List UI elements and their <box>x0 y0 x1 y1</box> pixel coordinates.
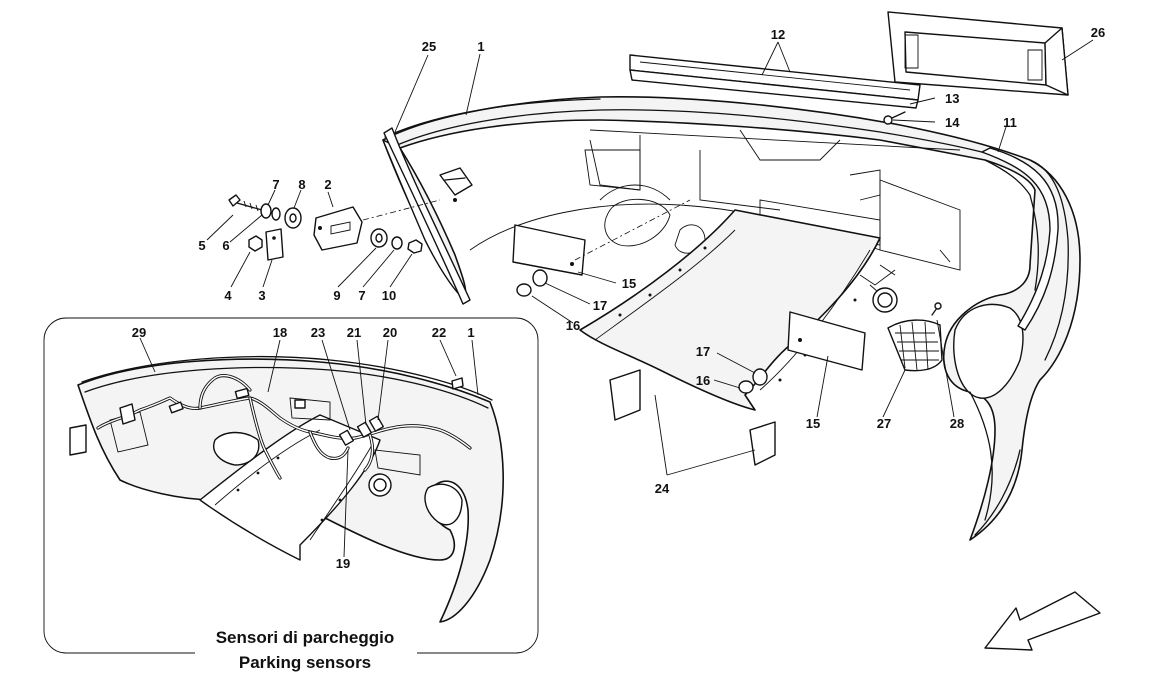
direction-arrow-icon <box>984 591 1101 651</box>
nut-washer-left <box>516 269 548 297</box>
callout-25: 25 <box>422 39 436 54</box>
callout-14: 14 <box>945 115 960 130</box>
nut-10 <box>407 239 423 254</box>
trim-strip-left <box>383 127 471 305</box>
callout-3: 3 <box>258 288 265 303</box>
callout-16b: 16 <box>696 373 710 388</box>
washer-6 <box>260 203 272 219</box>
assembly-axis-small-parts <box>362 199 441 221</box>
nut-washer-right <box>738 368 768 394</box>
fastener-screw-14 <box>883 111 906 125</box>
callout-12: 12 <box>771 27 785 42</box>
rear-reinforcement-bar <box>629 54 921 109</box>
callout-13: 13 <box>945 91 959 106</box>
callout-27: 27 <box>877 416 891 431</box>
trim-strip-right <box>981 147 1059 331</box>
callout-29: 29 <box>132 325 146 340</box>
callout-16a: 16 <box>566 318 580 333</box>
callout-17a: 17 <box>593 298 607 313</box>
callout-28: 28 <box>950 416 964 431</box>
callout-17b: 17 <box>696 344 710 359</box>
bracket-2 <box>313 206 363 251</box>
callout-18: 18 <box>273 325 287 340</box>
callout-10: 10 <box>382 288 396 303</box>
leader-lines-main <box>206 39 1094 476</box>
nut-4 <box>248 235 263 252</box>
callout-9: 9 <box>333 288 340 303</box>
inset-caption: Sensori di parcheggio Parking sensors <box>195 618 417 678</box>
washer-7b <box>391 236 403 250</box>
fastener-screw-28 <box>931 302 942 316</box>
mounting-plate-15-right <box>787 311 866 371</box>
caption-english: Parking sensors <box>239 653 371 672</box>
parking-sensors-inset <box>43 317 539 654</box>
bushing-8 <box>284 207 302 229</box>
mounting-plate-15-left <box>512 199 691 276</box>
callout-6: 6 <box>222 238 229 253</box>
callout-8: 8 <box>298 177 305 192</box>
callout-15a: 15 <box>622 276 636 291</box>
callout-26: 26 <box>1091 25 1105 40</box>
license-plate-bracket <box>887 11 1069 96</box>
bolt-5 <box>228 194 263 212</box>
callout-22: 22 <box>432 325 446 340</box>
callout-labels: 1 25 12 26 13 14 11 7 8 2 5 6 4 3 9 7 10… <box>132 25 1105 571</box>
callout-19: 19 <box>336 556 350 571</box>
callout-21: 21 <box>347 325 361 340</box>
exhaust-mesh-27 <box>887 319 943 372</box>
callout-1b: 1 <box>467 325 474 340</box>
callout-15b: 15 <box>806 416 820 431</box>
callout-11: 11 <box>1003 115 1017 130</box>
clip-3 <box>265 228 284 261</box>
grommet-9 <box>370 228 388 248</box>
washer-7a <box>271 207 281 221</box>
callout-24: 24 <box>655 481 670 496</box>
callout-1: 1 <box>477 39 484 54</box>
callout-4: 4 <box>224 288 232 303</box>
undertray-panel <box>579 209 881 466</box>
callout-5: 5 <box>198 238 205 253</box>
callout-23: 23 <box>311 325 325 340</box>
callout-7: 7 <box>272 177 279 192</box>
caption-italian: Sensori di parcheggio <box>216 628 395 647</box>
callout-2: 2 <box>324 177 331 192</box>
callout-7b: 7 <box>358 288 365 303</box>
callout-20: 20 <box>383 325 397 340</box>
